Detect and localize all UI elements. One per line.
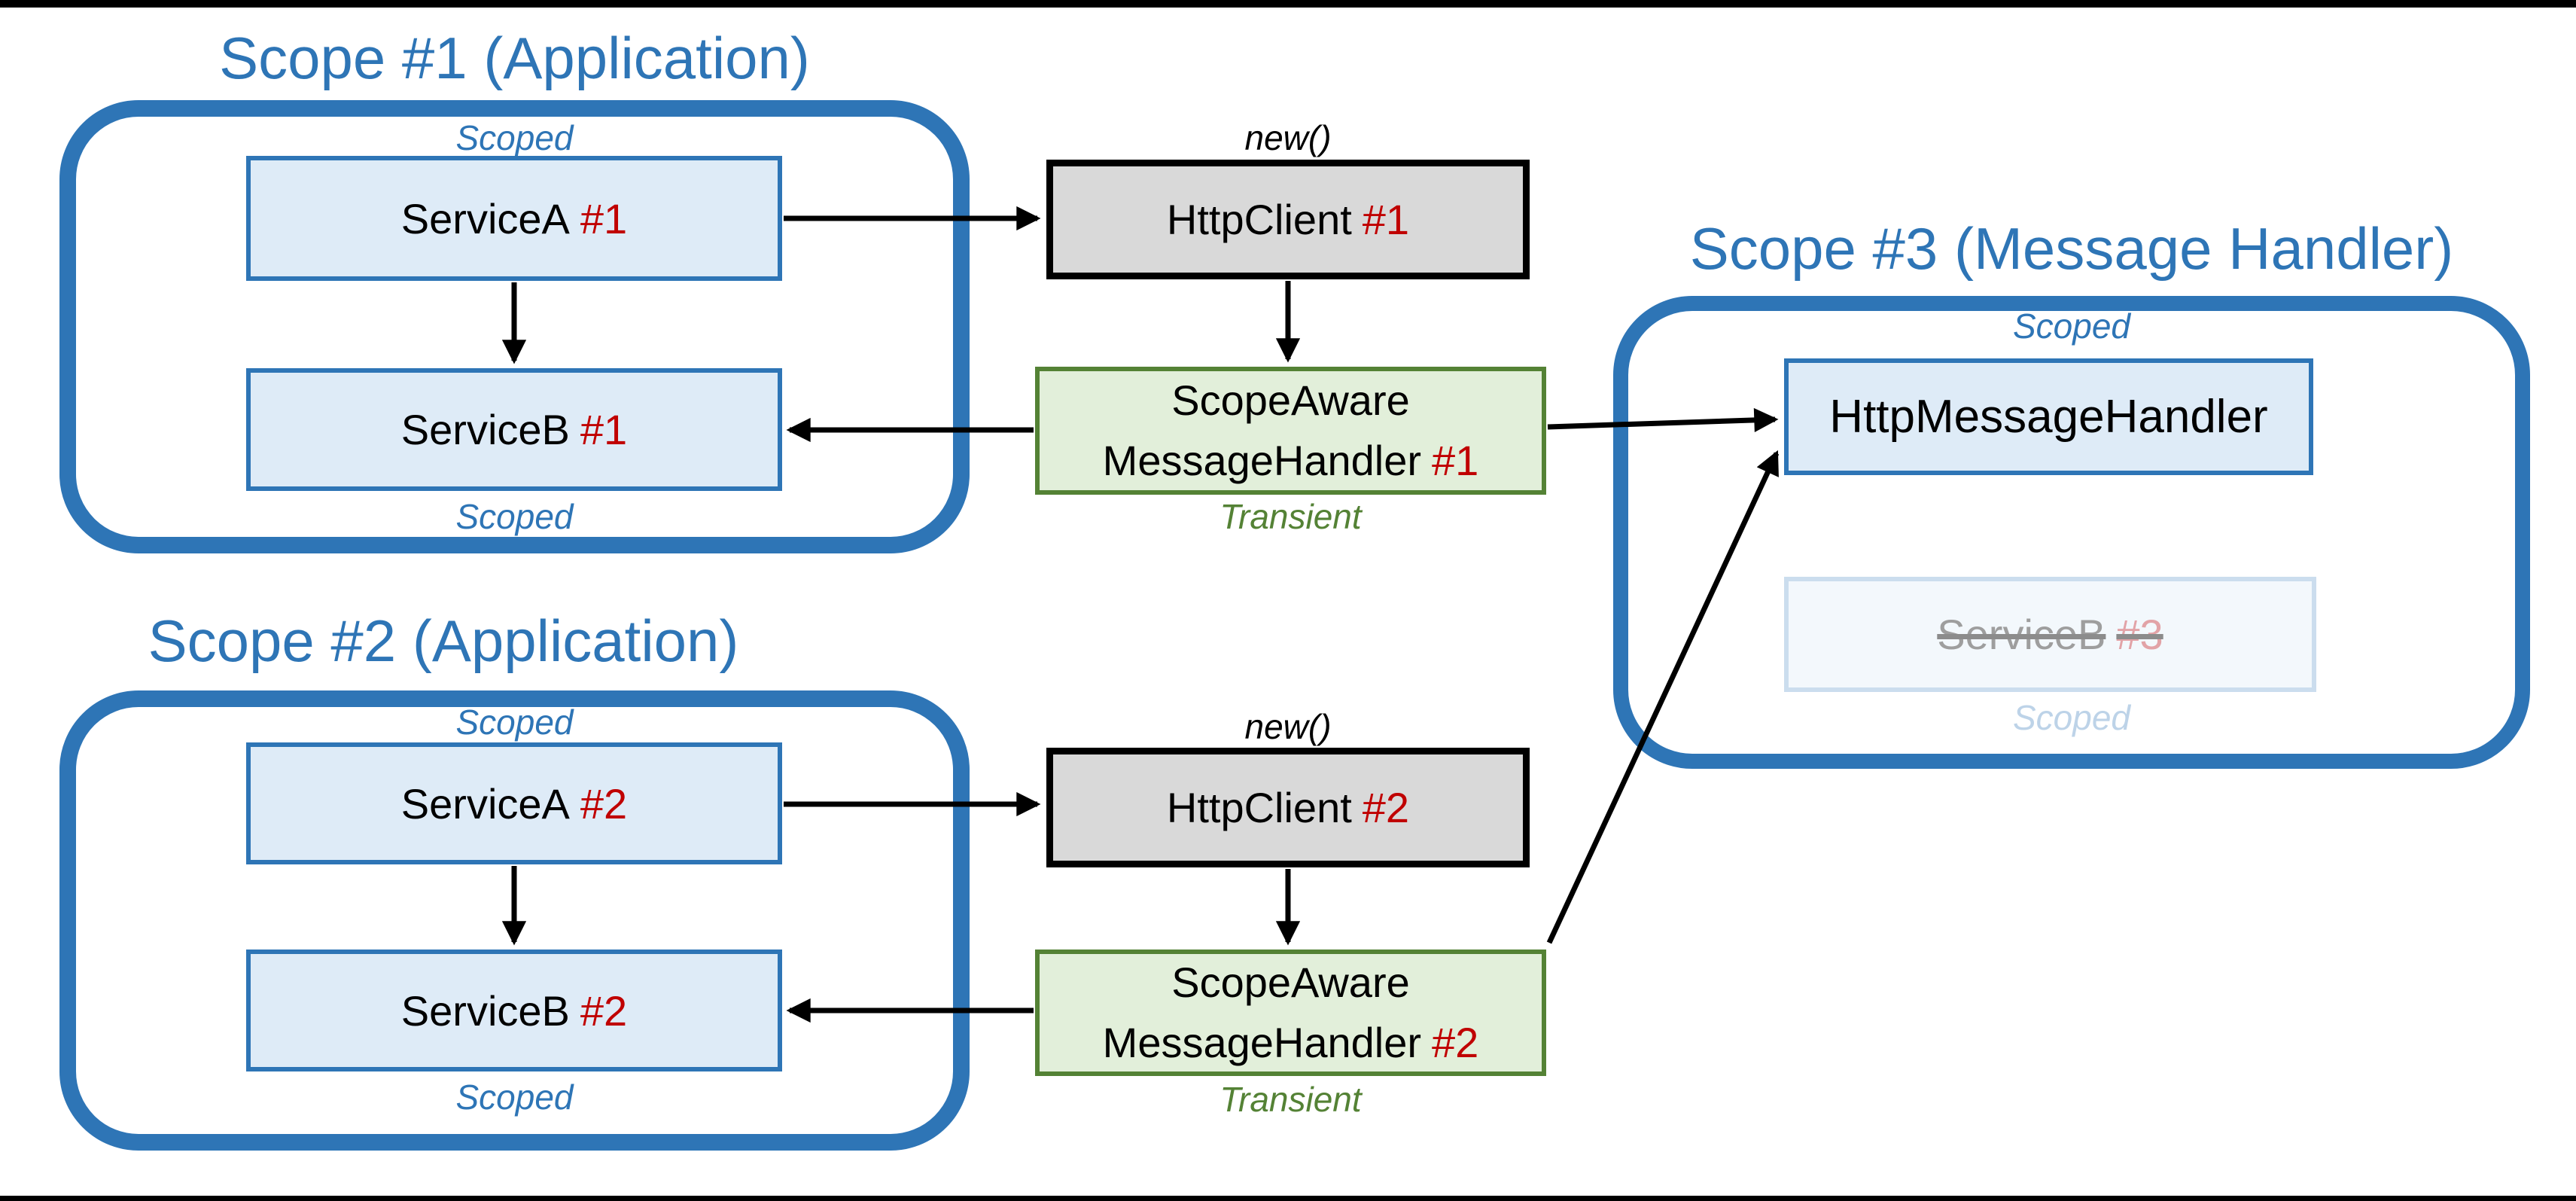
scope1-scoped-bottom-label: Scoped: [455, 497, 574, 536]
service-a2-number: #2: [580, 779, 628, 828]
service-b1-box: ServiceB #1: [246, 368, 782, 491]
service-b1-label: ServiceB: [400, 406, 570, 453]
service-b3-faded-box: ServiceB#3: [1784, 577, 2316, 692]
handler1-line1: ScopeAware: [1171, 376, 1410, 424]
http-client2-box: HttpClient #2: [1046, 748, 1530, 867]
scope2-title: Scope #2 (Application): [148, 608, 739, 674]
service-b3-number: #3: [2116, 611, 2163, 658]
service-b3-label: ServiceB: [1937, 611, 2106, 658]
scope3-scoped-top-label: Scoped: [2012, 306, 2130, 346]
handler2-line2: MessageHandler: [1102, 1019, 1422, 1066]
handler2-number: #2: [1432, 1019, 1479, 1066]
scope2-container: [59, 690, 970, 1151]
service-a2-label: ServiceA: [400, 779, 570, 828]
scope-aware-handler2-box: ScopeAware MessageHandler#2: [1035, 950, 1546, 1076]
service-a1-label: ServiceA: [400, 194, 570, 242]
service-a1-box: ServiceA #1: [246, 156, 782, 281]
scope2-scoped-bottom-label: Scoped: [455, 1078, 574, 1117]
new2-label: new(): [1244, 707, 1332, 746]
handler1-line2: MessageHandler: [1102, 437, 1422, 484]
handler2-line1: ScopeAware: [1171, 959, 1410, 1006]
scope1-title: Scope #1 (Application): [219, 25, 810, 91]
scope3-title: Scope #3 (Message Handler): [1689, 215, 2454, 282]
scope-aware-handler1-box: ScopeAware MessageHandler#1: [1035, 367, 1546, 495]
service-b2-number: #2: [580, 986, 628, 1035]
handler1-number: #1: [1432, 437, 1479, 484]
bottom-letterbox-bar: [0, 1196, 2576, 1201]
scope2-scoped-top-label: Scoped: [455, 703, 574, 742]
transient2-label: Transient: [1219, 1080, 1362, 1119]
service-a1-number: #1: [580, 194, 628, 242]
http-client2-label: HttpClient: [1166, 784, 1352, 831]
http-message-handler-box: HttpMessageHandler: [1784, 358, 2313, 475]
service-a2-box: ServiceA #2: [246, 742, 782, 864]
service-b1-number: #1: [580, 406, 628, 453]
http-client1-number: #1: [1362, 196, 1410, 243]
http-client1-box: HttpClient #1: [1046, 160, 1530, 279]
scope3-scoped-bottom-label: Scoped: [2012, 698, 2130, 737]
http-message-handler-label: HttpMessageHandler: [1829, 391, 2268, 443]
scope1-container: [59, 100, 970, 553]
service-b2-box: ServiceB #2: [246, 950, 782, 1071]
new1-label: new(): [1244, 118, 1332, 157]
scope1-scoped-top-label: Scoped: [455, 118, 574, 157]
http-client2-number: #2: [1362, 784, 1410, 831]
top-letterbox-bar: [0, 0, 2576, 8]
http-client1-label: HttpClient: [1166, 196, 1352, 243]
service-b2-label: ServiceB: [400, 986, 570, 1035]
transient1-label: Transient: [1219, 497, 1362, 536]
